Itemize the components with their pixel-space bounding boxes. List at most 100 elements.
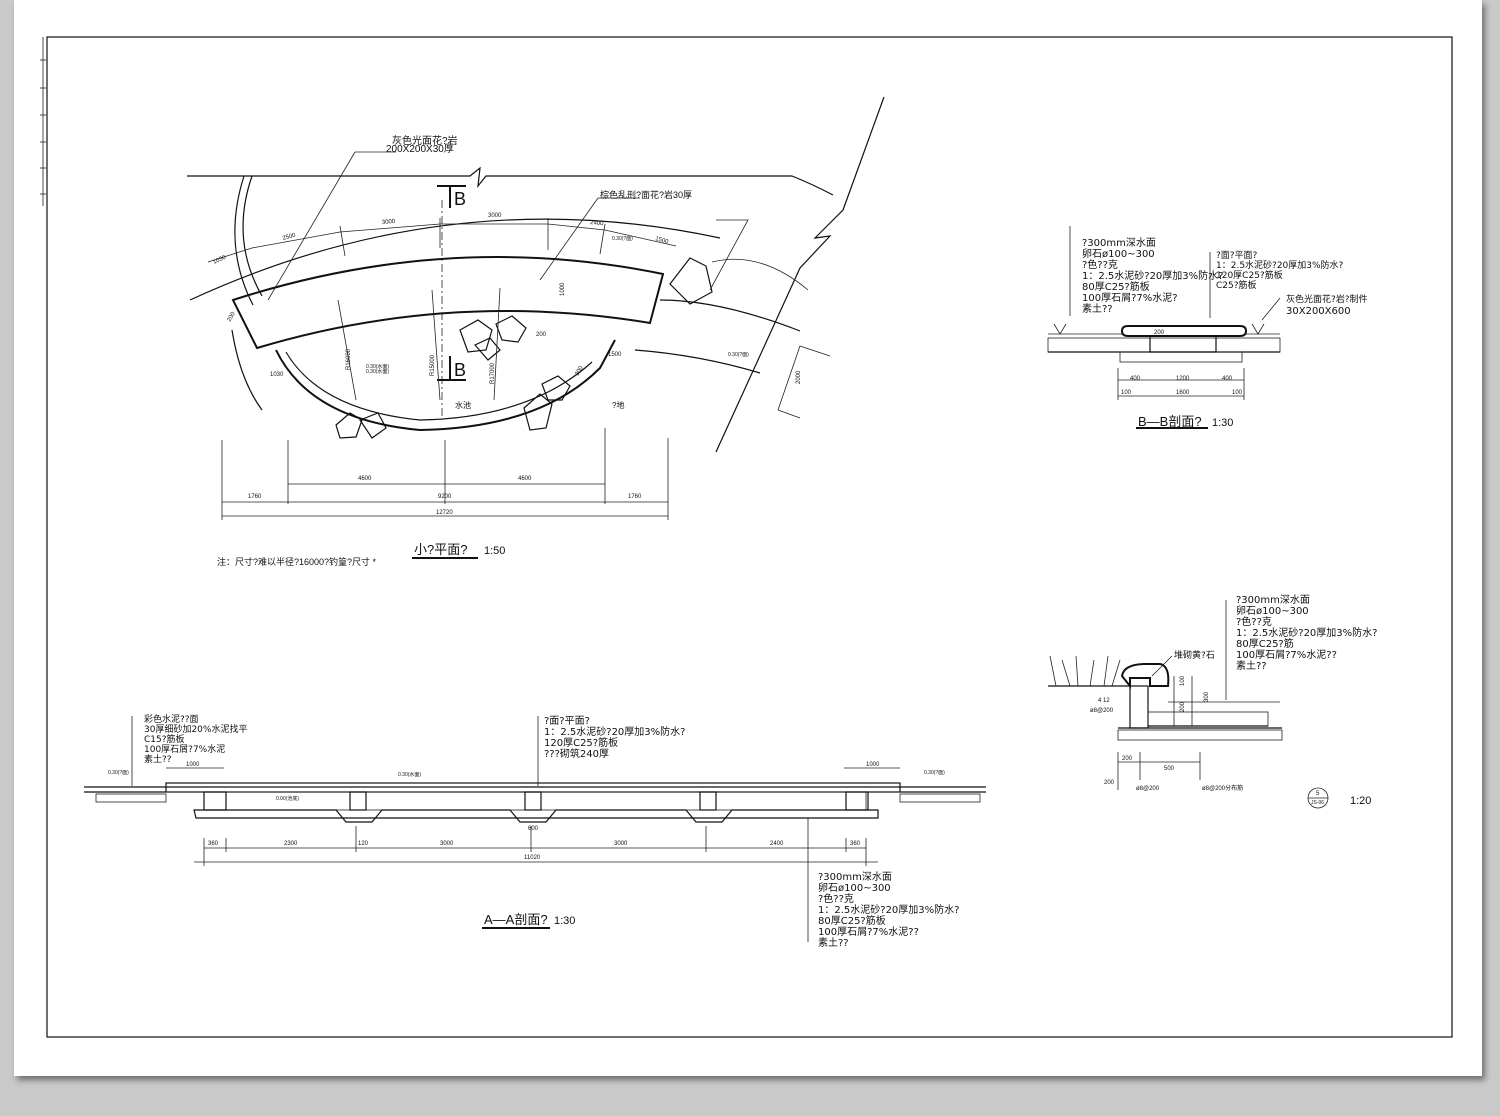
plan-dim-bottom: 1760 <box>628 494 642 500</box>
plan-radius-2: R15000 <box>430 354 436 376</box>
section-aa-text: 彩色水泥??面 30厚细砂加20%水泥找平 C15?筋板 100厚石屑?7%水泥… <box>108 713 959 949</box>
aa-elev: 0.00(池底) <box>276 795 299 802</box>
plan-dim-bottom: 1760 <box>248 494 262 500</box>
edge-label: 素土?? <box>1236 659 1267 672</box>
plan-label-lawn: ?地 <box>612 400 624 410</box>
plan-title: 小?平面? <box>414 542 467 557</box>
bb-stone-label: 灰色光面花?岩?制件 <box>1286 293 1368 305</box>
plan-dim-bottom: 4600 <box>518 476 532 482</box>
edge-dim: 200 <box>1180 701 1186 712</box>
bb-left-label: ?300mm深水面 <box>1082 237 1156 249</box>
section-bb <box>1047 226 1281 429</box>
edge-rock-label: 堆砌黄?石 <box>1174 649 1215 661</box>
aa-middle-label: 120厚C25?筋板 <box>544 736 618 749</box>
aa-bottom-label: 100厚石屑?7%水泥?? <box>818 925 919 938</box>
plan-label-granite: 灰色光面花?岩 <box>392 134 458 147</box>
sheet-frame <box>40 36 1453 1038</box>
bb-left-label: 80厚C25?筋板 <box>1082 280 1150 293</box>
edge-rebar: ø8@200 <box>1090 708 1114 714</box>
bb-right-label: 1：2.5水泥砂?20厚加3%防水? <box>1216 259 1344 271</box>
bb-dim: 100 <box>1121 390 1132 396</box>
aa-dim: 360 <box>208 841 219 847</box>
aa-dim: 120 <box>358 841 369 847</box>
aa-bottom-label: ?色??克 <box>818 892 854 905</box>
plan-section-mark-top: B <box>454 189 466 209</box>
plan-dim-bottom: 4600 <box>358 476 372 482</box>
bb-right-label: C25?筋板 <box>1216 279 1257 291</box>
edge-dim: 100 <box>1180 675 1186 686</box>
edge-label: ?色??克 <box>1236 615 1272 628</box>
bb-left-label: 素土?? <box>1082 302 1113 315</box>
plan-dim-side: 2000 <box>796 370 802 384</box>
plan-dim-top: 1030 <box>212 254 227 265</box>
edge-dim: 200 <box>1122 756 1133 762</box>
plan-dim-top: 3000 <box>488 213 502 219</box>
edge-rebar: ø8@200分布筋 <box>1202 784 1243 792</box>
edge-rebar: ø8@200 <box>1136 786 1160 792</box>
plan-radius-3: R17000 <box>490 362 496 384</box>
edge-detail-sheet: JS-06 <box>1311 800 1324 806</box>
section-edge-text: ?300mm深水面 卵石ø100~300 ?色??克 1：2.5水泥砂?20厚加… <box>1090 594 1377 807</box>
edge-detail-num: 5 <box>1316 791 1320 797</box>
aa-dim-side: 1000 <box>186 762 200 768</box>
edge-label: 80厚C25?筋 <box>1236 637 1294 650</box>
aa-elev: 0.30(水面) <box>398 771 421 778</box>
edge-dim: 500 <box>1164 766 1175 772</box>
aa-dim: 360 <box>850 841 861 847</box>
aa-bottom-label: 80厚C25?筋板 <box>818 914 886 927</box>
aa-dim-600: 600 <box>528 826 539 832</box>
bb-dim: 1200 <box>1176 376 1190 382</box>
plan-text: 灰色光面花?岩 200X200X30厚 棕色乱刑?面花?岩30厚 B B 水池 … <box>212 134 802 567</box>
plan-section-mark-bottom: B <box>454 360 466 380</box>
edge-label: ?300mm深水面 <box>1236 594 1310 606</box>
aa-left-label: 100厚石屑?7%水泥 <box>144 743 225 755</box>
plan-dim-misc: 1000 <box>560 282 566 296</box>
aa-scale: 1:30 <box>554 915 575 927</box>
bb-dim: 400 <box>1130 376 1141 382</box>
bb-stone-size: 30X200X600 <box>1286 306 1351 317</box>
bb-title: B—B剖面? <box>1138 414 1202 429</box>
aa-dim-side: 1000 <box>866 762 880 768</box>
aa-title: A—A剖面? <box>484 912 548 927</box>
aa-bottom-label: 1：2.5水泥砂?20厚加3%防水? <box>818 903 959 916</box>
aa-middle-label: ???砌筑240厚 <box>544 747 609 760</box>
plan-label-paving: 棕色乱刑?面花?岩30厚 <box>600 189 692 200</box>
plan-label-granite-size: 200X200X30厚 <box>386 143 454 155</box>
aa-left-label: C15?筋板 <box>144 733 185 745</box>
plan-elev-2: 0.30(水面) <box>366 368 389 375</box>
bb-right-label: 120厚C25?筋板 <box>1216 269 1283 281</box>
aa-dim: 3000 <box>440 841 454 847</box>
plan-dim-top: 2500 <box>282 233 297 242</box>
plan-dim-total: 12720 <box>436 510 453 516</box>
aa-elev: 0.30(?面) <box>924 770 945 776</box>
plan-radius-1: R16000 <box>346 348 352 370</box>
plan-view <box>187 96 885 559</box>
plan-dim-top: 2400 <box>590 220 604 227</box>
aa-dim: 2400 <box>770 841 784 847</box>
section-edge-detail <box>1048 600 1329 809</box>
aa-dim-total: 11020 <box>524 855 541 861</box>
edge-scale: 1:20 <box>1350 795 1371 807</box>
aa-middle-label: 1：2.5水泥砂?20厚加3%防水? <box>544 725 685 738</box>
bb-right-label: ?面?平面? <box>1216 250 1258 261</box>
bb-left-label: 100厚石屑?7%水泥? <box>1082 291 1178 304</box>
aa-left-label: 30厚细砂加20%水泥找平 <box>144 723 247 735</box>
bb-left-label: 1：2.5水泥砂?20厚加3%防水? <box>1082 269 1223 282</box>
edge-label: 1：2.5水泥砂?20厚加3%防水? <box>1236 626 1377 639</box>
edge-dim: 4 12 <box>1098 698 1110 704</box>
bb-dim: 400 <box>1222 376 1233 382</box>
section-aa <box>84 716 986 942</box>
plan-scale: 1:50 <box>484 545 505 557</box>
aa-bottom-label: 素土?? <box>818 936 849 949</box>
plan-elev-4: 0.30(?面) <box>728 352 749 358</box>
plan-dim-misc: 1500 <box>608 352 622 358</box>
aa-left-label: 彩色水泥??面 <box>144 713 199 725</box>
edge-dim: 300 <box>1204 691 1210 702</box>
plan-dim-misc: 300 <box>575 365 586 377</box>
aa-middle-label: ?面?平面? <box>544 716 590 727</box>
aa-bottom-label: ?300mm深水面 <box>818 871 892 883</box>
section-bb-text: ?300mm深水面 卵石ø100~300 ?色??克 1：2.5水泥砂?20厚加… <box>1082 237 1368 429</box>
bb-scale: 1:30 <box>1212 417 1233 429</box>
plan-dim-misc: 200 <box>227 311 238 323</box>
